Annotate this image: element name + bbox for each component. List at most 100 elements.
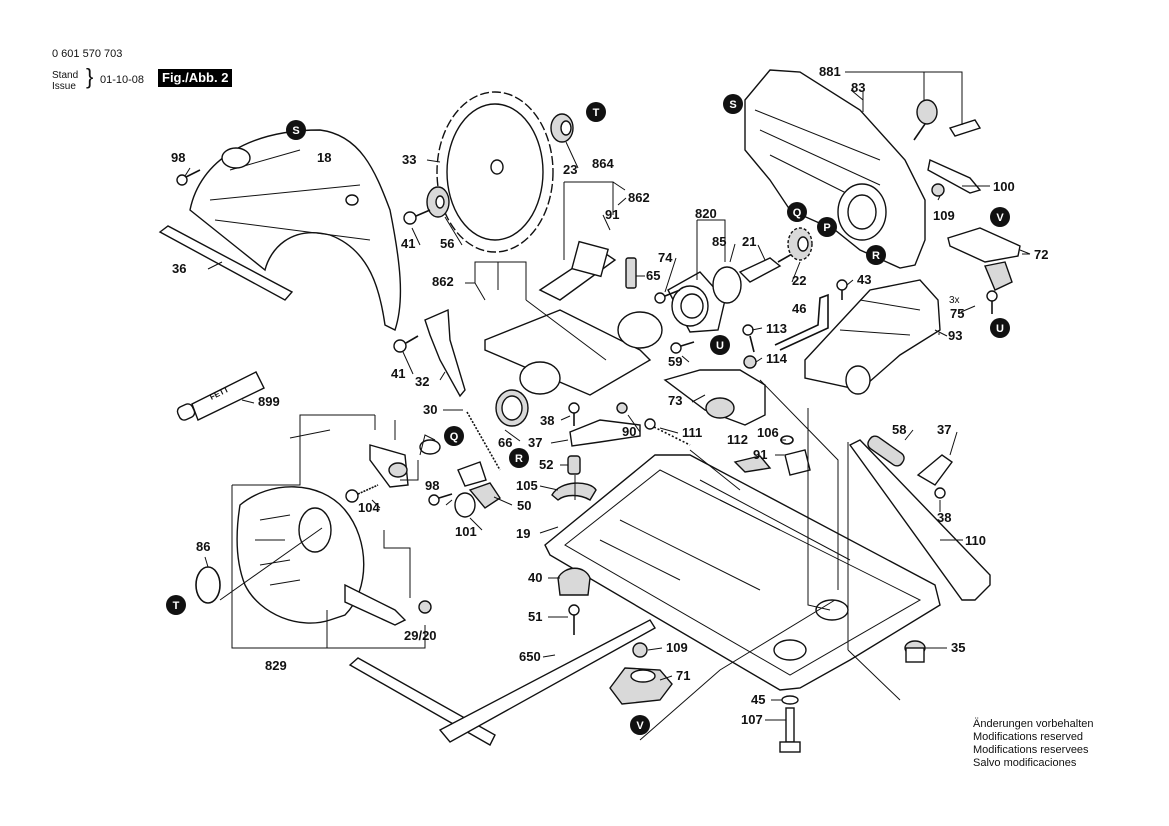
callout-37-right: 37 bbox=[937, 422, 951, 437]
part-screw-74 bbox=[654, 289, 681, 304]
callout-86: 86 bbox=[196, 539, 210, 554]
callout-100: 100 bbox=[993, 179, 1015, 194]
part-spring bbox=[466, 411, 501, 471]
marker-t-icon: T bbox=[166, 595, 186, 615]
leader-lines bbox=[219, 71, 1030, 741]
marker-v-icon: V bbox=[630, 715, 650, 735]
callout-58: 58 bbox=[892, 422, 906, 437]
note-german: Änderungen vorbehalten bbox=[973, 718, 1094, 730]
callout-75: 75 bbox=[950, 306, 964, 321]
callout-820: 820 bbox=[695, 206, 717, 221]
part-clamp-105 bbox=[551, 482, 597, 501]
callout-899: 899 bbox=[258, 394, 280, 409]
marker-t-icon: T bbox=[586, 102, 606, 122]
part-lower-guard-lever bbox=[369, 439, 441, 488]
marker-s-icon: S bbox=[723, 94, 743, 114]
svg-text:R: R bbox=[515, 453, 523, 465]
marker-q-icon: Q bbox=[787, 202, 807, 222]
part-number: 0 601 570 703 bbox=[52, 48, 123, 60]
part-screw-98-top bbox=[176, 169, 201, 186]
part-foot-35 bbox=[904, 640, 926, 663]
callout-22: 22 bbox=[792, 273, 806, 288]
callout-109-bottom: 109 bbox=[666, 640, 688, 655]
footer-notes: Änderungen vorbehalten Modifications res… bbox=[973, 718, 1093, 770]
part-screw-43 bbox=[836, 279, 848, 300]
callout-74: 74 bbox=[658, 250, 673, 265]
svg-text:T: T bbox=[173, 600, 180, 612]
callout-112: 112 bbox=[727, 432, 748, 447]
callout-98-top: 98 bbox=[171, 150, 185, 165]
callout-43: 43 bbox=[857, 272, 871, 287]
part-screw-41-lower bbox=[393, 335, 419, 353]
callout-37-mid: 37 bbox=[528, 435, 542, 450]
marker-q-icon: Q bbox=[444, 426, 464, 446]
part-nut-109-bottom bbox=[632, 642, 648, 658]
callout-65: 65 bbox=[646, 268, 660, 283]
callout-32: 32 bbox=[415, 374, 429, 389]
label-connectors bbox=[184, 89, 1031, 721]
callout-109-top: 109 bbox=[933, 208, 955, 223]
note-spanish: Salvo modificaciones bbox=[973, 757, 1077, 769]
part-screw-104 bbox=[345, 484, 379, 503]
part-hex-key bbox=[774, 293, 829, 351]
part-gear bbox=[787, 227, 813, 261]
callout-41-top: 41 bbox=[401, 236, 415, 251]
callout-29-20: 29/20 bbox=[404, 628, 437, 643]
svg-text:Q: Q bbox=[450, 431, 459, 443]
part-dust-chute bbox=[804, 279, 941, 395]
part-bracket-assembly bbox=[484, 240, 663, 396]
part-knob-40 bbox=[557, 567, 591, 635]
callout-101: 101 bbox=[455, 524, 477, 539]
callout-71: 71 bbox=[676, 668, 690, 683]
part-shaft bbox=[738, 253, 793, 283]
marker-r-icon: R bbox=[509, 448, 529, 468]
callout-104: 104 bbox=[358, 500, 380, 515]
callout-40: 40 bbox=[528, 570, 542, 585]
callout-30: 30 bbox=[423, 402, 437, 417]
svg-text:P: P bbox=[823, 222, 830, 234]
svg-text:U: U bbox=[716, 340, 724, 352]
svg-text:S: S bbox=[729, 99, 736, 111]
callout-33: 33 bbox=[402, 152, 416, 167]
marker-u-icon: U bbox=[990, 318, 1010, 338]
marker-v-icon: V bbox=[990, 207, 1010, 227]
brace-glyph: } bbox=[86, 64, 94, 89]
svg-text:Q: Q bbox=[793, 207, 802, 219]
callout-862-mid: 862 bbox=[432, 274, 454, 289]
callout-50: 50 bbox=[517, 498, 531, 513]
callout-98-mid: 98 bbox=[425, 478, 439, 493]
part-ring-66 bbox=[495, 389, 529, 427]
svg-text:U: U bbox=[996, 323, 1004, 335]
part-base-plate bbox=[544, 454, 941, 691]
callout-105: 105 bbox=[516, 478, 538, 493]
callout-106: 106 bbox=[757, 425, 779, 440]
callout-38-mid: 38 bbox=[540, 413, 554, 428]
part-housing-knob bbox=[913, 99, 938, 141]
callout-56: 56 bbox=[440, 236, 454, 251]
callout-93: 93 bbox=[948, 328, 962, 343]
part-bolt-111 bbox=[644, 418, 691, 446]
callout-59: 59 bbox=[668, 354, 682, 369]
callout-110: 110 bbox=[965, 533, 986, 548]
part-knob-assembly bbox=[428, 461, 501, 518]
marker-group: S T S Q P R V U U Q R T V bbox=[166, 94, 1010, 735]
svg-text:R: R bbox=[872, 250, 880, 262]
callout-labels: 881 83 100 109 72 3x 75 93 43 46 113 114… bbox=[171, 64, 1048, 727]
part-nut-109-top bbox=[931, 183, 945, 197]
callout-51: 51 bbox=[528, 609, 542, 624]
svg-text:V: V bbox=[996, 212, 1004, 224]
callout-18: 18 bbox=[317, 150, 331, 165]
part-screw-75 bbox=[986, 290, 998, 314]
part-gearbox-housing bbox=[744, 69, 926, 269]
part-saw-blade bbox=[436, 91, 554, 253]
callout-862-top: 862 bbox=[628, 190, 650, 205]
part-wing-knob-right bbox=[916, 454, 953, 499]
svg-text:S: S bbox=[292, 125, 299, 137]
callout-35: 35 bbox=[951, 640, 965, 655]
callout-111: 111 bbox=[682, 425, 702, 440]
part-guard-strip bbox=[158, 225, 294, 301]
callout-52: 52 bbox=[539, 457, 553, 472]
callout-66: 66 bbox=[498, 435, 512, 450]
part-bearing-flange bbox=[667, 271, 726, 333]
